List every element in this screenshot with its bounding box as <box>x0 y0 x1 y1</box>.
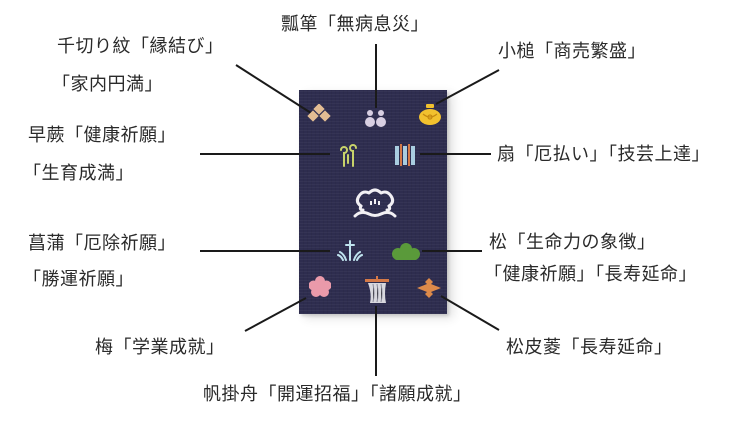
matsukawabishi-crest-icon <box>417 278 441 298</box>
label-shobu: 菖蒲「厄除祈願」 「勝運祈願」 <box>23 233 176 290</box>
label-matsu: 松「生命力の象徴」 「健康祈願」「長寿延命」 <box>484 232 697 285</box>
iris-plant-icon <box>337 240 363 261</box>
label-senkiri: 千切り紋「縁結び」 「家内円満」 <box>52 36 224 95</box>
label-ume: 梅「学業成就」 <box>95 337 225 358</box>
kumo-cloud-crest-icon <box>353 188 397 218</box>
label-matsukawabishi: 松皮菱「長寿延命」 <box>506 337 673 358</box>
leader-line-matsukawabishi <box>440 295 500 331</box>
label-sawarabi: 早蕨「健康祈願」 「生育成満」 <box>23 125 176 184</box>
sailing-ship-icon <box>365 276 389 303</box>
pine-tree-icon <box>392 243 420 260</box>
label-hokakebune: 帆掛舟「開運招福」「諸願成就」 <box>203 384 472 405</box>
gourd-icon <box>365 110 386 127</box>
senkiri-crest-icon <box>307 104 331 122</box>
lucky-mallet-icon <box>419 104 441 125</box>
bracken-sprout-icon <box>340 144 357 167</box>
label-kozuchi: 小槌「商売繁盛」 <box>498 41 646 62</box>
plum-blossom-icon <box>309 276 331 297</box>
leader-line-ume <box>244 297 307 332</box>
label-hyotan: 瓢箪「無病息災」 <box>281 14 429 35</box>
folding-fan-icon <box>395 144 415 166</box>
label-ogi: 扇「厄払い」「技芸上達」 <box>497 144 710 165</box>
goshuin-book-cover <box>299 90 447 314</box>
